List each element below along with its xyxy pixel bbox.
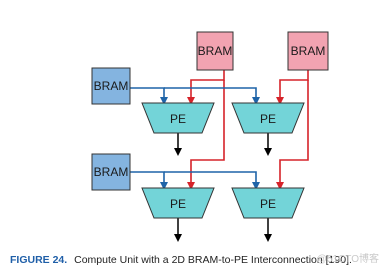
- bram-label: BRAM: [291, 44, 326, 58]
- blue-wire-r2-to-pe4: [164, 171, 260, 190]
- bram-top-left: BRAM: [196, 31, 234, 71]
- pe-row2-col2: PE: [231, 187, 305, 219]
- figure-number: FIGURE 24.: [10, 254, 68, 266]
- watermark: @51CTO博客: [316, 254, 379, 265]
- red-wire-tl-to-pe1: [187, 70, 225, 105]
- red-wires: [187, 70, 309, 190]
- bram-left-row1: BRAM: [91, 67, 131, 105]
- pe-label: PE: [260, 112, 276, 126]
- pe-row1-col2: PE: [231, 102, 305, 134]
- output-wires: [174, 133, 272, 242]
- pe-label: PE: [170, 112, 186, 126]
- blue-wire-r1-to-pe2: [164, 87, 260, 105]
- red-wire-tr-to-pe2: [276, 70, 309, 105]
- red-wire-tl-to-pe3: [187, 80, 225, 190]
- figure-caption: FIGURE 24. Compute Unit with a 2D BRAM-t…: [10, 254, 352, 266]
- pe-label: PE: [170, 197, 186, 211]
- bram-label: BRAM: [94, 165, 129, 179]
- blue-wire-r2-to-pe3: [130, 171, 168, 190]
- blue-wires: [130, 87, 260, 190]
- pe-label: PE: [260, 197, 276, 211]
- bram-label: BRAM: [198, 44, 233, 58]
- blue-wire-r1-to-pe1: [130, 87, 168, 105]
- bram-top-right: BRAM: [287, 31, 329, 71]
- red-wire-tr-to-pe4: [276, 80, 309, 190]
- pe-row2-col1: PE: [141, 187, 215, 219]
- diagram-canvas: BRAM BRAM BRAM BRAM PE PE PE PE: [91, 31, 329, 242]
- bram-label: BRAM: [94, 79, 129, 93]
- caption-text: Compute Unit with a 2D BRAM-to-PE Interc…: [74, 254, 352, 266]
- pe-row1-col1: PE: [141, 102, 215, 134]
- bram-left-row2: BRAM: [91, 153, 131, 191]
